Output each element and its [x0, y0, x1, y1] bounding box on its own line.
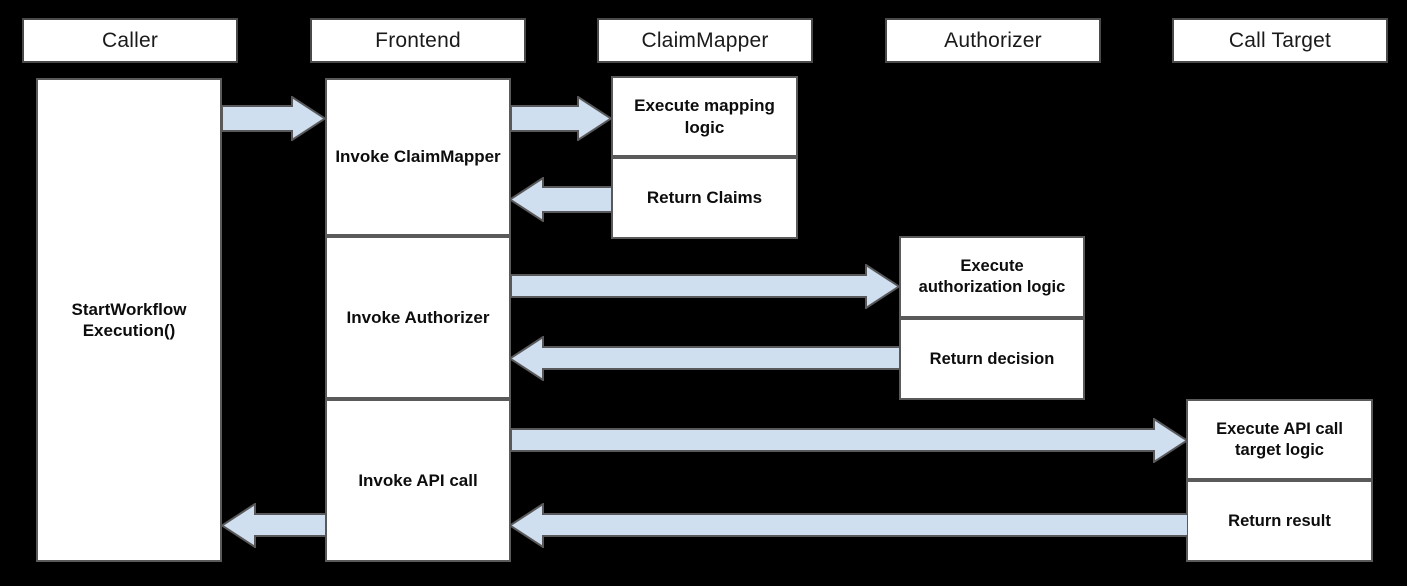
message-arrow-frontend-to-claimmapper	[511, 96, 612, 141]
lifeline-header-caller: Caller	[22, 18, 238, 63]
lifeline-header-frontend: Frontend	[310, 18, 526, 63]
lifeline-header-authorizer: Authorizer	[885, 18, 1101, 63]
activation-frontend-invoke-claimmapper-label: Invoke ClaimMapper	[335, 147, 501, 167]
message-arrow-frontend-to-caller	[221, 503, 326, 548]
activation-claimmapper-return-claims: Return Claims	[611, 157, 798, 239]
message-arrow-calltarget-to-frontend	[509, 503, 1188, 548]
activation-calltarget-return-result: Return result	[1186, 480, 1373, 562]
lifeline-header-authorizer-label: Authorizer	[944, 28, 1042, 52]
message-arrow-caller-to-frontend	[222, 96, 326, 141]
activation-frontend-invoke-api-call: Invoke API call	[325, 399, 511, 562]
lifeline-header-claimmapper-label: ClaimMapper	[641, 28, 769, 52]
message-arrow-authorizer-to-frontend	[509, 336, 900, 381]
activation-authorizer-return-decision: Return decision	[899, 318, 1085, 400]
lifeline-header-frontend-label: Frontend	[375, 28, 461, 52]
activation-authorizer-execute-authorization-logic-label: Execute authorization logic	[918, 257, 1066, 296]
activation-frontend-invoke-api-call-label: Invoke API call	[358, 470, 478, 490]
activation-claimmapper-execute-mapping-logic: Execute mapping logic	[611, 76, 798, 157]
message-arrow-claimmapper-to-frontend	[509, 177, 612, 222]
activation-calltarget-execute-api-call-target-logic-label: Execute API call target logic	[1216, 419, 1343, 459]
activation-caller-start-workflow: StartWorkflow Execution()	[36, 78, 222, 562]
activation-claimmapper-execute-mapping-logic-label: Execute mapping logic	[634, 96, 775, 137]
message-arrow-frontend-to-calltarget	[511, 418, 1188, 463]
lifeline-header-claimmapper: ClaimMapper	[597, 18, 813, 63]
activation-authorizer-execute-authorization-logic: Execute authorization logic	[899, 236, 1085, 318]
activation-authorizer-return-decision-label: Return decision	[929, 349, 1055, 368]
lifeline-header-calltarget-label: Call Target	[1228, 28, 1332, 52]
activation-caller-start-workflow-label: StartWorkflow Execution()	[71, 299, 187, 340]
activation-calltarget-execute-api-call-target-logic: Execute API call target logic	[1186, 399, 1373, 480]
message-arrow-frontend-to-authorizer	[511, 264, 900, 309]
activation-frontend-invoke-authorizer: Invoke Authorizer	[325, 236, 511, 399]
lifeline-header-calltarget: Call Target	[1172, 18, 1388, 63]
activation-frontend-invoke-claimmapper: Invoke ClaimMapper	[325, 78, 511, 236]
activation-frontend-invoke-authorizer-label: Invoke Authorizer	[346, 307, 490, 327]
lifeline-header-caller-label: Caller	[101, 28, 159, 52]
activation-calltarget-return-result-label: Return result	[1228, 511, 1331, 530]
activation-claimmapper-return-claims-label: Return Claims	[646, 188, 763, 208]
